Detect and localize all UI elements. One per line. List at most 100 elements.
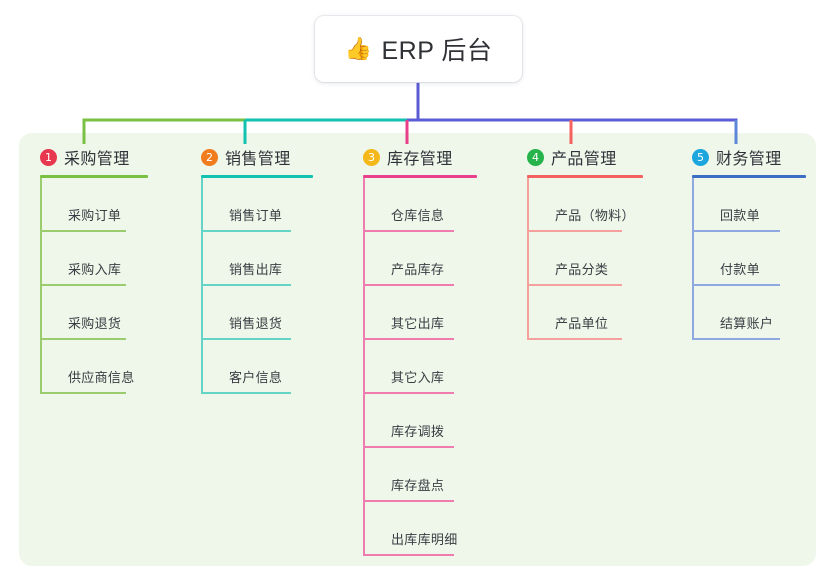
column-header-5[interactable]: 5 财务管理 — [692, 146, 806, 168]
leaf-item-label: 库存调拨 — [391, 424, 445, 439]
leaf-item-rule — [40, 392, 126, 394]
leaf-item-rule — [363, 230, 454, 232]
leaf-item-label: 结算账户 — [720, 316, 774, 331]
column-title: 库存管理 — [387, 151, 453, 168]
leaf-item-label: 销售订单 — [229, 208, 283, 223]
leaf-item-rule — [40, 284, 126, 286]
leaf-item-label: 仓库信息 — [391, 208, 445, 223]
column-badge-icon: 1 — [40, 148, 57, 166]
column-header-rule — [527, 175, 643, 178]
leaf-item-label: 其它出库 — [391, 316, 445, 331]
leaf-item[interactable]: 库存盘点 — [363, 448, 477, 502]
column-header-rule — [363, 175, 477, 178]
leaf-item-rule — [527, 338, 622, 340]
column-badge-icon: 4 — [527, 148, 544, 166]
leaf-item[interactable]: 销售出库 — [201, 232, 313, 286]
column-header-4[interactable]: 4 产品管理 — [527, 146, 643, 168]
leaf-item[interactable]: 产品分类 — [527, 232, 643, 286]
leaf-item[interactable]: 销售订单 — [201, 178, 313, 232]
column-4: 4 产品管理产品（物料） 产品分类产品单位 — [527, 146, 643, 340]
leaf-item-rule — [363, 284, 454, 286]
column-title: 采购管理 — [64, 151, 130, 168]
column-1: 1 采购管理采购订单采购入库采购退货供应商信息 — [40, 146, 148, 394]
leaf-item[interactable]: 其它出库 — [363, 286, 477, 340]
leaf-item-rule — [527, 284, 622, 286]
leaf-item-rule — [201, 338, 291, 340]
leaf-item-label: 采购退货 — [68, 316, 122, 331]
leaf-item-label: 采购订单 — [68, 208, 122, 223]
leaf-item[interactable]: 产品单位 — [527, 286, 643, 340]
leaf-item-label: 采购入库 — [68, 262, 122, 277]
branch-spine — [527, 178, 529, 340]
leaf-item-rule — [363, 338, 454, 340]
leaf-item[interactable]: 结算账户 — [692, 286, 806, 340]
root-title: 👍 ERP 后台 — [345, 31, 493, 67]
leaf-item-label: 其它入库 — [391, 370, 445, 385]
leaf-item-rule — [692, 230, 780, 232]
leaf-item-label: 产品库存 — [391, 262, 445, 277]
leaf-item[interactable]: 出库库明细 — [363, 502, 477, 556]
leaf-item-rule — [363, 446, 454, 448]
leaf-item-rule — [40, 230, 126, 232]
column-badge-icon: 5 — [692, 148, 709, 166]
thumbs-up-icon: 👍 — [344, 36, 373, 61]
leaf-item[interactable]: 仓库信息 — [363, 178, 477, 232]
leaf-item[interactable]: 库存调拨 — [363, 394, 477, 448]
leaf-item-label: 客户信息 — [229, 370, 283, 385]
leaf-item[interactable]: 采购入库 — [40, 232, 148, 286]
leaf-item[interactable]: 采购退货 — [40, 286, 148, 340]
root-title-text: ERP 后台 — [381, 37, 493, 65]
diagram-panel — [19, 133, 816, 566]
column-branch: 仓库信息产品库存其它出库其它入库库存调拨库存盘点出库库明细 — [363, 178, 477, 556]
column-header-1[interactable]: 1 采购管理 — [40, 146, 148, 168]
leaf-item[interactable]: 产品库存 — [363, 232, 477, 286]
leaf-item[interactable]: 回款单 — [692, 178, 806, 232]
column-badge-icon: 3 — [363, 148, 380, 166]
column-title: 财务管理 — [716, 151, 782, 168]
column-5: 5 财务管理回款单付款单结算账户 — [692, 146, 806, 340]
leaf-item-label: 付款单 — [720, 262, 760, 277]
leaf-item[interactable]: 产品（物料） — [527, 178, 643, 232]
branch-spine — [201, 178, 203, 394]
column-title: 产品管理 — [551, 151, 617, 168]
leaf-item[interactable]: 客户信息 — [201, 340, 313, 394]
branch-spine — [692, 178, 694, 340]
leaf-item-rule — [363, 392, 454, 394]
leaf-item-rule — [201, 392, 291, 394]
column-branch: 产品（物料） 产品分类产品单位 — [527, 178, 643, 340]
column-branch: 销售订单销售出库销售退货客户信息 — [201, 178, 313, 394]
leaf-item-rule — [201, 230, 291, 232]
column-branch: 采购订单采购入库采购退货供应商信息 — [40, 178, 148, 394]
column-header-2[interactable]: 2 销售管理 — [201, 146, 313, 168]
leaf-item-rule — [527, 230, 622, 232]
leaf-item-label: 产品（物料） — [555, 208, 635, 223]
leaf-item-rule — [692, 284, 780, 286]
branch-spine — [363, 178, 365, 556]
root-node[interactable]: 👍 ERP 后台 — [315, 16, 522, 82]
column-title: 销售管理 — [225, 151, 291, 168]
column-badge-icon: 2 — [201, 148, 218, 166]
leaf-item-rule — [201, 284, 291, 286]
leaf-item[interactable]: 付款单 — [692, 232, 806, 286]
leaf-item-rule — [692, 338, 780, 340]
leaf-item-label: 产品分类 — [555, 262, 609, 277]
leaf-item-label: 库存盘点 — [391, 478, 445, 493]
leaf-item-label: 产品单位 — [555, 316, 609, 331]
leaf-item[interactable]: 销售退货 — [201, 286, 313, 340]
leaf-item-label: 销售退货 — [229, 316, 283, 331]
column-header-rule — [692, 175, 806, 178]
column-header-rule — [40, 175, 148, 178]
leaf-item-label: 销售出库 — [229, 262, 283, 277]
leaf-item[interactable]: 供应商信息 — [40, 340, 148, 394]
column-header-rule — [201, 175, 313, 178]
leaf-item-label: 回款单 — [720, 208, 760, 223]
column-header-3[interactable]: 3 库存管理 — [363, 146, 477, 168]
leaf-item[interactable]: 其它入库 — [363, 340, 477, 394]
column-branch: 回款单付款单结算账户 — [692, 178, 806, 340]
column-2: 2 销售管理销售订单销售出库销售退货客户信息 — [201, 146, 313, 394]
leaf-item-label: 供应商信息 — [68, 370, 135, 385]
leaf-item-label: 出库库明细 — [391, 532, 458, 547]
column-3: 3 库存管理仓库信息产品库存其它出库其它入库库存调拨库存盘点出库库明细 — [363, 146, 477, 556]
leaf-item[interactable]: 采购订单 — [40, 178, 148, 232]
